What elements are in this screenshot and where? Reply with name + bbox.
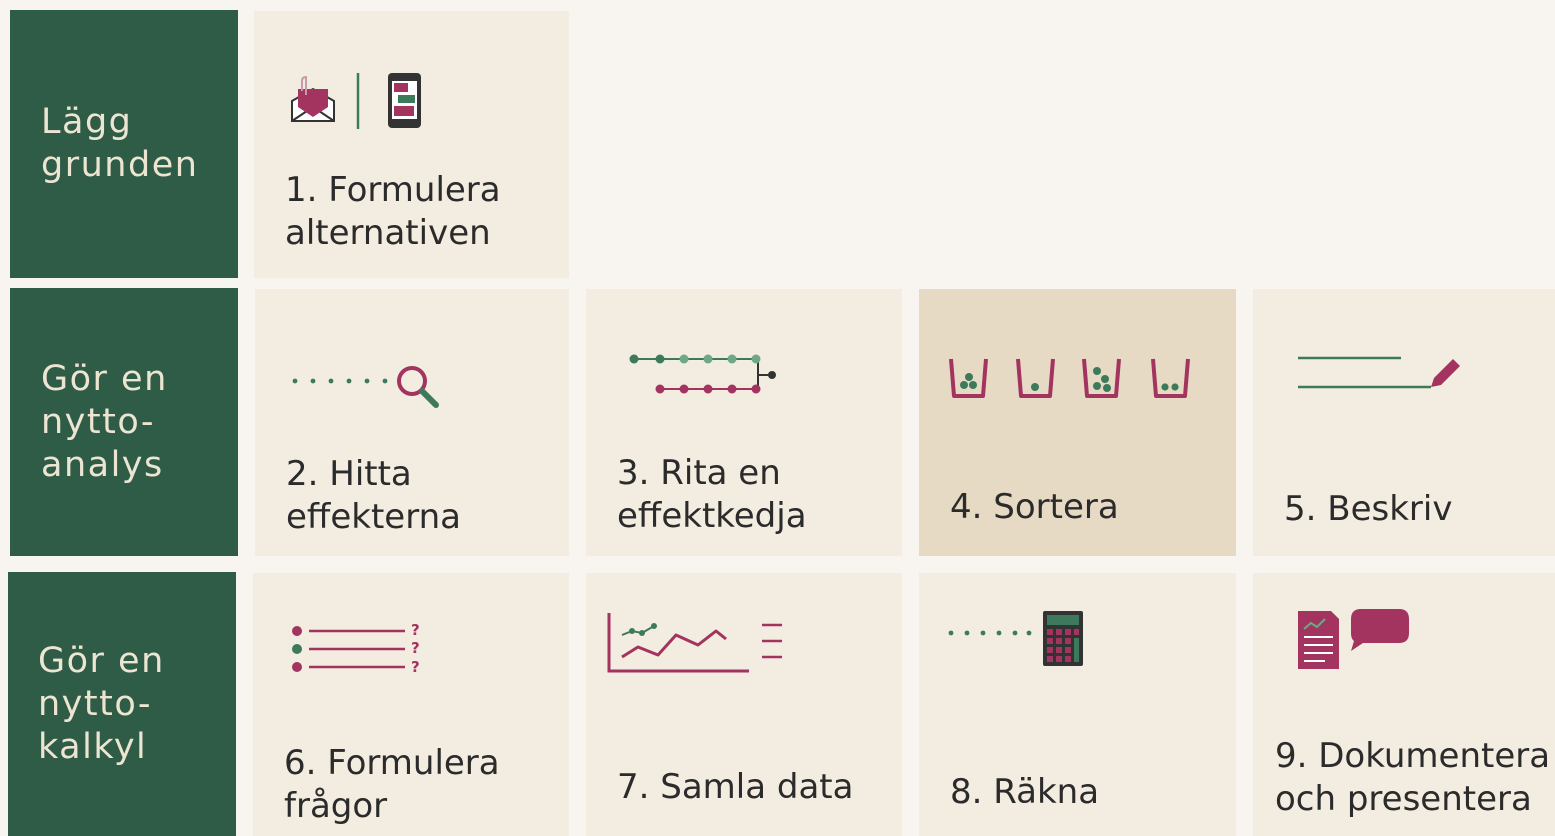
step-card-3[interactable]: 3. Rita en effektkedja xyxy=(586,289,902,556)
svg-text:?: ? xyxy=(411,639,420,657)
step-title-line: effekterna xyxy=(286,497,461,537)
step-title-line: 5. Beskriv xyxy=(1284,489,1453,529)
calculator-icon xyxy=(948,611,1083,666)
svg-text:?: ? xyxy=(411,658,420,676)
effect-chain-icon xyxy=(629,354,776,394)
row-label-line: nytto- xyxy=(41,401,156,442)
step-card-7[interactable]: 7. Samla data xyxy=(586,573,902,836)
step-card-4[interactable]: 4. Sortera xyxy=(919,289,1236,556)
step-title-line: och presentera xyxy=(1275,779,1532,819)
step-title-line: effektkedja xyxy=(617,496,807,536)
step-title: 1. Formulera alternativen xyxy=(285,169,501,255)
row-label-line: kalkyl xyxy=(38,726,148,767)
step-title: 9. Dokumentera och presentera xyxy=(1275,735,1550,821)
step-title: 4. Sortera xyxy=(950,486,1119,529)
row-label-grunden: Lägg grunden xyxy=(10,10,238,278)
step-card-2[interactable]: 2. Hitta effekterna xyxy=(255,289,569,556)
step-title-line: 1. Formulera xyxy=(285,170,501,210)
row-label-nyttoanalys: Gör en nytto- analys xyxy=(10,288,238,556)
step-card-6[interactable]: ??? 6. Formulera frågor xyxy=(253,573,569,836)
step-title: 3. Rita en effektkedja xyxy=(617,452,807,538)
step-title-line: 9. Dokumentera xyxy=(1275,736,1551,776)
magnifier-icon xyxy=(292,366,439,408)
question-list-icon: ??? xyxy=(292,621,420,676)
step-title: 5. Beskriv xyxy=(1284,488,1452,531)
step-title-line: 2. Hitta xyxy=(286,454,412,494)
row-label-nyttokalkyl: Gör en nytto- kalkyl xyxy=(8,572,236,836)
row-label-line: Lägg xyxy=(41,102,133,142)
row-label-line: Gör en xyxy=(38,640,165,681)
step-title-line: alternativen xyxy=(285,213,491,253)
row-label-line: Gör en xyxy=(41,358,168,399)
document-and-speech-icon xyxy=(1298,609,1409,669)
step-card-9[interactable]: 9. Dokumentera och presentera xyxy=(1253,573,1555,836)
step-title: 2. Hitta effekterna xyxy=(286,453,461,539)
step-title-line: 7. Samla data xyxy=(617,767,854,807)
svg-text:?: ? xyxy=(411,621,420,639)
step-title-line: 6. Formulera xyxy=(284,743,500,783)
step-card-1[interactable]: 1. Formulera alternativen xyxy=(254,11,569,278)
sorting-buckets-icon xyxy=(949,358,1190,398)
step-title-line: 3. Rita en xyxy=(617,453,781,493)
envelope-and-phone-icon xyxy=(291,73,421,129)
step-card-8[interactable]: 8. Räkna xyxy=(919,573,1236,836)
step-title-line: 4. Sortera xyxy=(950,487,1119,527)
step-title: 6. Formulera frågor xyxy=(284,742,500,828)
pencil-lines-icon xyxy=(1298,356,1460,389)
row-label-line: nytto- xyxy=(38,683,153,724)
step-title-line: 8. Räkna xyxy=(950,772,1100,812)
row-label-line: analys xyxy=(41,444,164,485)
step-title-line: frågor xyxy=(284,786,388,826)
line-chart-icon xyxy=(607,613,782,673)
step-title: 7. Samla data xyxy=(617,766,853,809)
row-label-line: grunden xyxy=(41,145,199,185)
step-card-5[interactable]: 5. Beskriv xyxy=(1253,289,1555,556)
step-title: 8. Räkna xyxy=(950,771,1099,814)
